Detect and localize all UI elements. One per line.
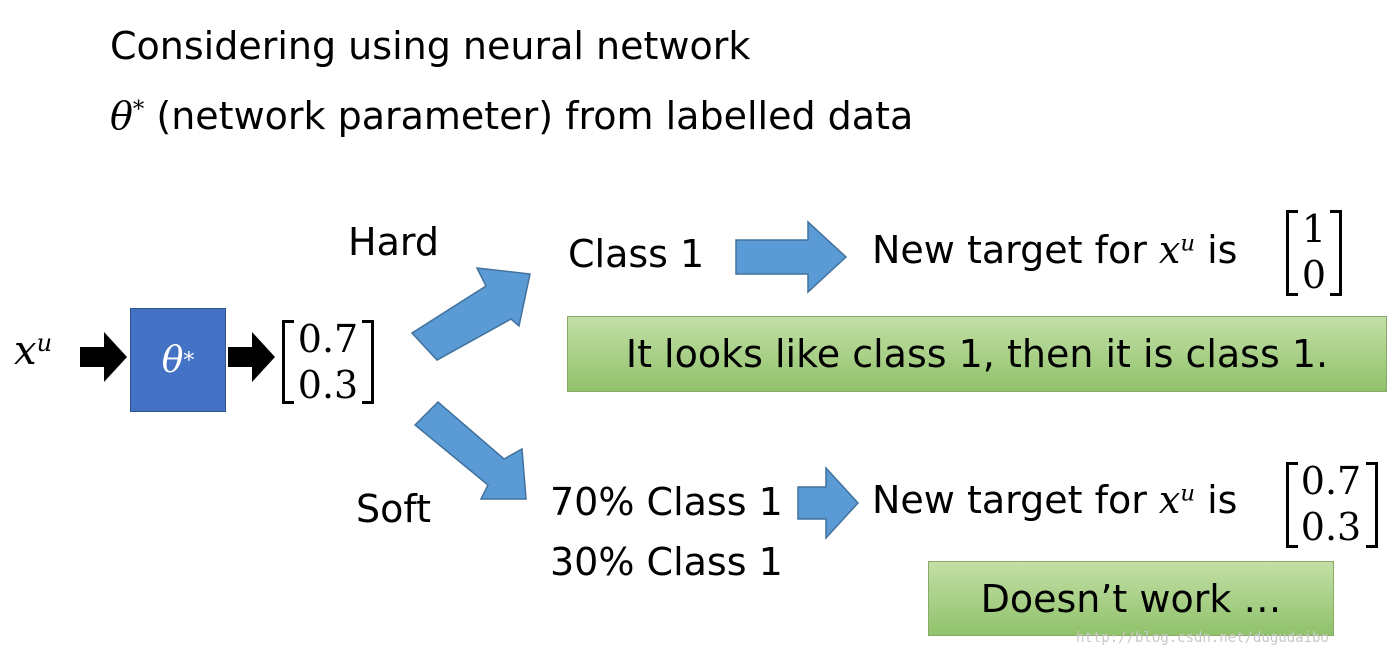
input-u: u (36, 328, 53, 357)
output-vector: 0.7 0.3 (296, 316, 360, 408)
network-box: θ* (130, 308, 226, 412)
output-value-2: 0.3 (297, 363, 359, 407)
input-arrow (80, 332, 127, 382)
soft-target-value-2: 0.3 (1300, 505, 1362, 549)
soft-target-left-bracket (1286, 462, 1298, 548)
hard-target-x: x (1158, 228, 1181, 272)
hard-target-u: u (1180, 230, 1196, 257)
hard-target-vector: 1 0 (1298, 206, 1330, 298)
soft-target-right-bracket (1366, 462, 1378, 548)
net-theta: θ (161, 339, 184, 381)
output-value-1: 0.7 (297, 317, 359, 361)
soft-target-value-1: 0.7 (1300, 459, 1362, 503)
soft-target-is: is (1195, 478, 1238, 522)
hard-note-box: It looks like class 1, then it is class … (567, 316, 1387, 392)
output-right-bracket (362, 320, 374, 404)
soft-target-u: u (1180, 480, 1196, 507)
theta-symbol: θ (110, 94, 133, 138)
soft-class-line-2: 30% Class 1 (550, 540, 783, 584)
hard-target-left-bracket (1286, 210, 1298, 296)
hard-target-arrow (735, 220, 848, 294)
soft-label: Soft (356, 487, 431, 531)
soft-target-prefix: New target for (872, 478, 1159, 522)
hard-note-text: It looks like class 1, then it is class … (625, 332, 1329, 376)
soft-target-vector: 0.7 0.3 (1298, 458, 1364, 550)
theta-star: * (132, 96, 145, 123)
soft-note-box: Doesn’t work … (928, 561, 1334, 636)
soft-class-line-1: 70% Class 1 (550, 480, 783, 524)
hard-target-is: is (1195, 228, 1238, 272)
soft-note-text: Doesn’t work … (980, 576, 1282, 621)
hard-label: Hard (348, 220, 439, 264)
hard-class: Class 1 (568, 232, 705, 276)
output-left-bracket (282, 320, 294, 404)
hard-target-right-bracket (1330, 210, 1342, 296)
net-star: * (183, 347, 195, 373)
hard-branch-arrow (410, 267, 531, 361)
soft-target-text: New target for xu is (872, 478, 1237, 522)
soft-branch-arrow (413, 400, 527, 500)
watermark: http://blog.csdn.net/dugudaibo (1076, 630, 1329, 646)
hard-target-value-1: 1 (1301, 207, 1327, 251)
title-line-2-text: (network parameter) from labelled data (144, 94, 914, 138)
title-line-1: Considering using neural network (110, 24, 751, 68)
hard-target-value-2: 0 (1301, 253, 1327, 297)
title-line-2: θ* (network parameter) from labelled dat… (110, 94, 913, 138)
hard-target-prefix: New target for (872, 228, 1159, 272)
input-x: x (14, 328, 37, 374)
soft-target-arrow (797, 466, 860, 540)
soft-target-x: x (1158, 478, 1181, 522)
hard-target-text: New target for xu is (872, 228, 1237, 272)
output-arrow (228, 332, 275, 382)
input-xu: xu (14, 328, 52, 374)
